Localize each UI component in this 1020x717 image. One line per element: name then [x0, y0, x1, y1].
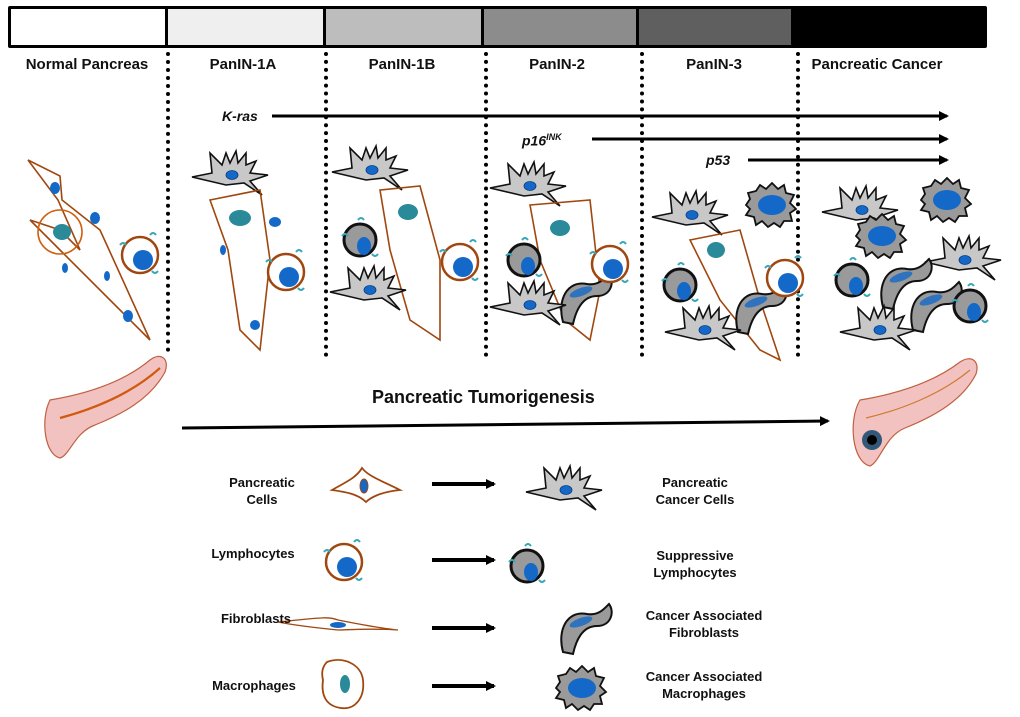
stage-shade-panin-3: [639, 9, 794, 45]
stage-shade-panin-1b: [326, 9, 484, 45]
panin-1a-cell-cluster: [191, 150, 306, 352]
stage-shade-cancer: [794, 9, 984, 45]
legend-macrophage-icon: [321, 659, 365, 710]
cancer-cell-cluster: [821, 177, 1002, 351]
stage-progression-bar: [8, 6, 987, 48]
legend-pancreatic-cell-icon: [331, 467, 401, 503]
tumorigenesis-label: Pancreatic Tumorigenesis: [372, 387, 595, 407]
stage-divider: [796, 52, 800, 357]
legend-pancreatic-cancer-cell-icon: [525, 465, 603, 511]
stage-label-panin-1a: PanIN-1A: [209, 56, 277, 73]
stage-label-normal: Normal Pancreas: [25, 56, 149, 73]
panin-1b-cell-cluster: [329, 145, 480, 342]
stage-label-cancer: Pancreatic Cancer: [811, 56, 943, 73]
legend-caf-icon: [560, 603, 613, 655]
legend-cam-icon: [555, 665, 607, 711]
tumorigenesis-arrow: [181, 416, 830, 430]
panin-3-cell-cluster: [651, 182, 805, 362]
gene-label-kras: K-ras: [222, 108, 258, 124]
stage-divider: [484, 52, 488, 357]
gene-label-p53: p53: [706, 152, 731, 168]
normal-cell-cluster: [27, 159, 160, 341]
stage-shade-panin-2: [484, 9, 639, 45]
stage-divider: [640, 52, 644, 357]
stage-divider: [324, 52, 328, 357]
stage-divider: [166, 52, 170, 352]
legend-from-macrophages: Macrophages: [212, 678, 296, 693]
stage-label-panin-2: PanIN-2: [529, 56, 585, 73]
normal-pancreas-organ: [44, 355, 167, 459]
legend-from-lymphocytes: Lymphocytes: [211, 546, 295, 561]
panin-2-cell-cluster: [489, 161, 630, 342]
gene-label-p16: p16INK: [522, 132, 562, 149]
stage-shade-normal: [11, 9, 168, 45]
cancer-pancreas-organ: [852, 358, 978, 467]
legend-fibroblast-icon: [277, 617, 399, 631]
stage-shade-panin-1a: [168, 9, 326, 45]
stage-label-panin-3: PanIN-3: [686, 56, 742, 73]
legend-lymphocyte-icon: [322, 538, 364, 582]
stage-label-panin-1b: PanIN-1B: [368, 56, 436, 73]
legend-suppressive-lymphocyte-icon: [507, 542, 547, 584]
legend-from-fibroblasts: Fibroblasts: [220, 611, 292, 626]
